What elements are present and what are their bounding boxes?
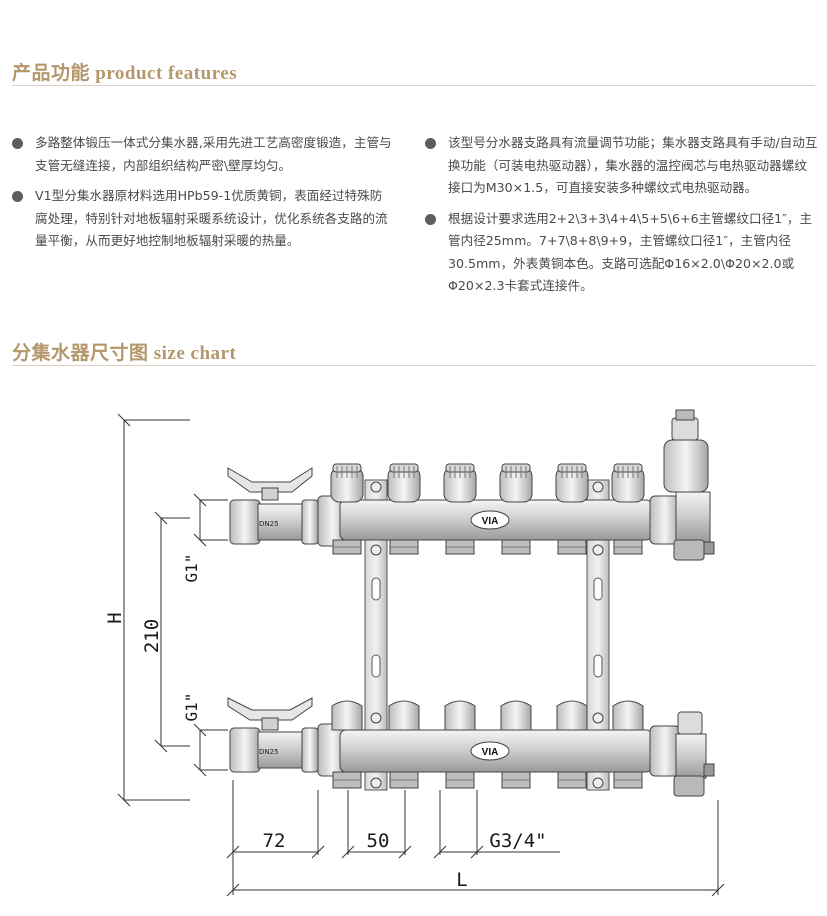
inlet-lower-dimension: [193, 723, 228, 777]
valve-size-lower: DN25: [259, 748, 279, 756]
branch-cap-lower: [331, 700, 363, 731]
size-chart-divider: [12, 365, 815, 366]
upper-manifold: DN25 VIA: [227, 409, 715, 561]
mounting-bracket-left: [364, 479, 388, 791]
manifold-dimension-drawing: H 210 G1" G1": [104, 409, 725, 897]
branch-cap-lower: [500, 700, 532, 731]
branch-cap-lower: [612, 700, 644, 731]
branch-outlets: [330, 463, 645, 789]
brand-upper: VIA: [482, 516, 499, 527]
bullet-icon: [12, 191, 23, 202]
mounting-bracket-right: [586, 479, 610, 791]
height-dimension: [117, 413, 190, 807]
manifold-drawing: H 210 G1" G1": [0, 400, 827, 912]
feature-item: 根据设计要求选用2+2\3+3\4+4\5+5\6+6主管螺纹口径1″，主管内径…: [425, 208, 818, 298]
inlet-lower-label: G1": [182, 693, 201, 722]
feature-item: 该型号分水器支路具有流量调节功能；集水器支路具有手动/自动互换功能（可装电热驱动…: [425, 132, 818, 200]
inlet-upper-dimension: [193, 493, 228, 547]
feature-item: 多路整体锻压一体式分集水器,采用先进工艺高密度锻造，主管与支管无缝连接，内部组织…: [12, 132, 394, 177]
bullet-icon: [425, 138, 436, 149]
length-label: L: [456, 869, 467, 891]
lower-manifold: DN25 VIA: [227, 697, 715, 797]
bullet-icon: [425, 213, 436, 225]
valve-size-upper: DN25: [259, 520, 279, 528]
branch-cap-lower: [444, 700, 476, 731]
feature-text: V1型分集水器原材料选用HPb59-1优质黄铜，表面经过特殊防腐处理，特别针对地…: [35, 188, 388, 248]
inlet-upper-label: G1": [182, 554, 201, 583]
feature-text: 根据设计要求选用2+2\3+3\4+4\5+5\6+6主管螺纹口径1″，主管内径…: [448, 210, 813, 294]
bullet-icon: [12, 138, 23, 149]
features-divider: [12, 85, 815, 86]
branch-pitch-label: 50: [367, 830, 390, 852]
features-left-column: 多路整体锻压一体式分集水器,采用先进工艺高密度锻造，主管与支管无缝连接，内部组织…: [12, 132, 394, 261]
branch-cap-lower: [556, 700, 588, 731]
features-right-column: 该型号分水器支路具有流量调节功能；集水器支路具有手动/自动互换功能（可装电热驱动…: [425, 132, 818, 306]
spacing-label: 210: [141, 619, 163, 653]
spacing-dimension: [154, 511, 190, 753]
branch-cap-lower: [388, 700, 420, 731]
feature-text: 该型号分水器支路具有流量调节功能；集水器支路具有手动/自动互换功能（可装电热驱动…: [448, 135, 818, 195]
branch-thread-label: G3/4": [489, 830, 546, 852]
feature-item: V1型分集水器原材料选用HPb59-1优质黄铜，表面经过特殊防腐处理，特别针对地…: [12, 185, 394, 253]
height-label: H: [104, 612, 126, 623]
bottom-dimensions: [226, 780, 725, 897]
size-chart-section-title: 分集水器尺寸图 size chart: [12, 343, 237, 364]
brand-lower: VIA: [482, 747, 499, 758]
features-section-title: 产品功能 product features: [12, 63, 238, 84]
feature-text: 多路整体锻压一体式分集水器,采用先进工艺高密度锻造，主管与支管无缝连接，内部组织…: [35, 135, 392, 173]
valve-offset-label: 72: [263, 830, 286, 852]
